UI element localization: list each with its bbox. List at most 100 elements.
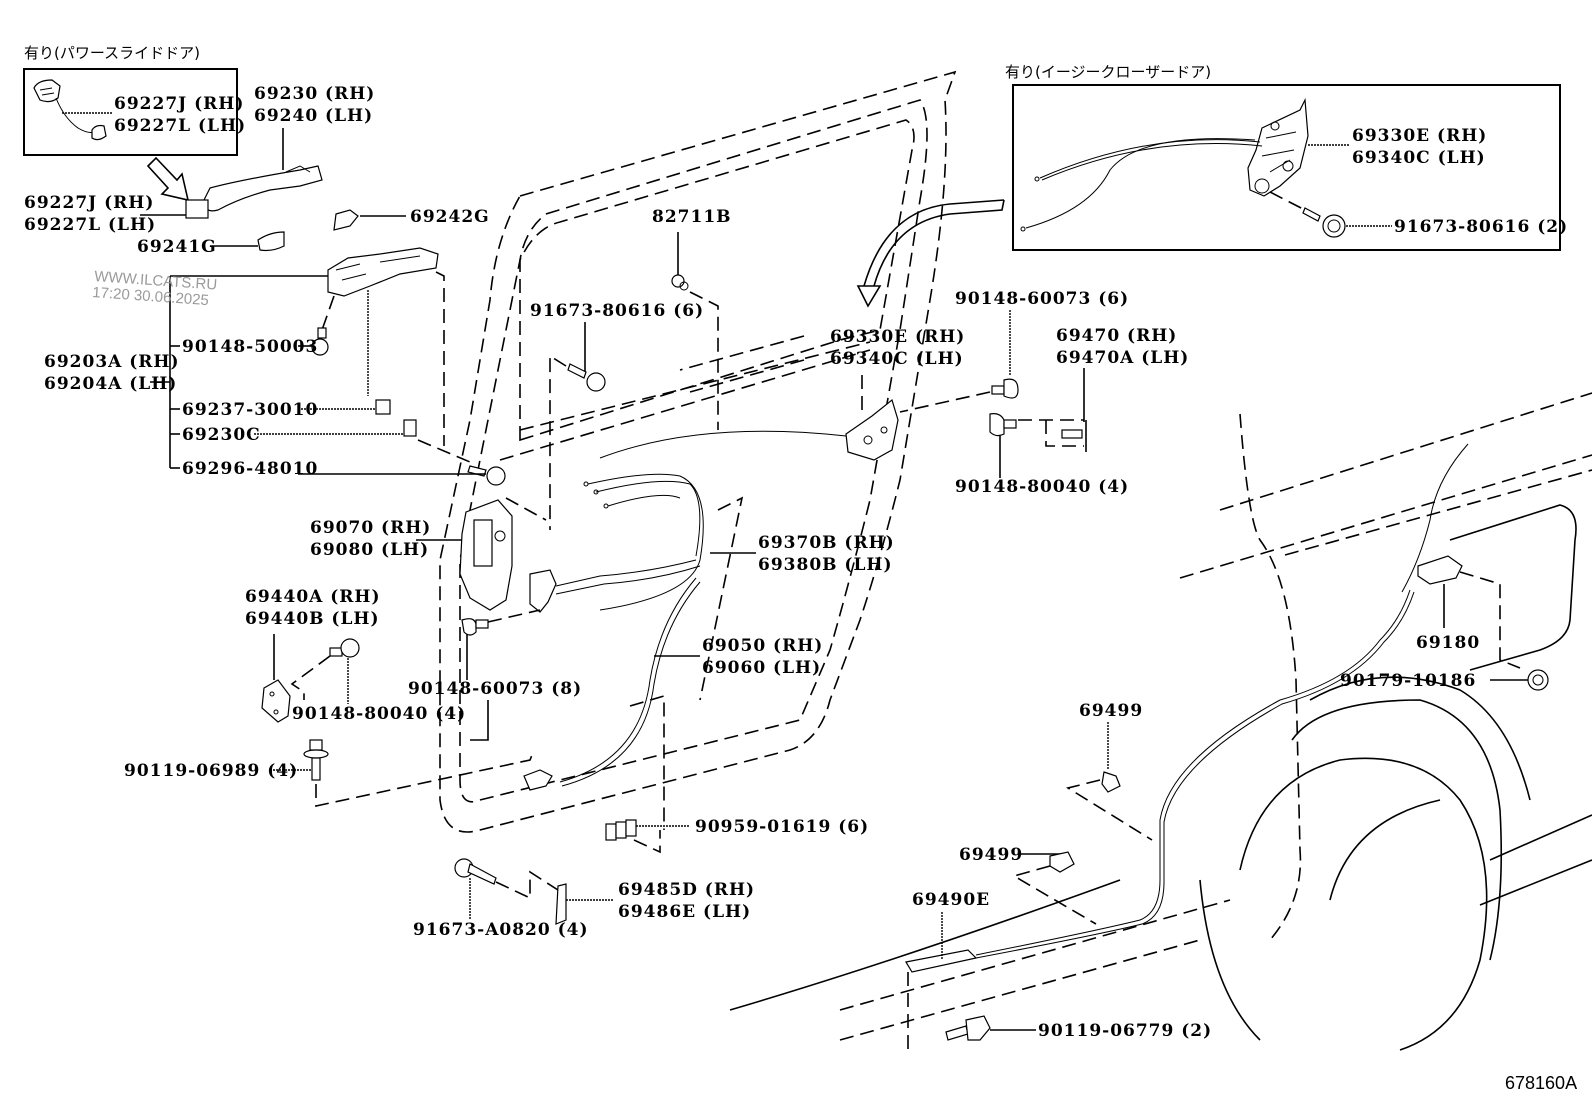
leader xyxy=(290,655,331,700)
bolt-icon xyxy=(1302,207,1346,238)
bolt-90148-50003-icon xyxy=(311,327,329,356)
label-69330e[interactable]: 69330E (RH) xyxy=(830,327,965,347)
vehicle-body-outline xyxy=(729,392,1592,1051)
bolt-91673-icon xyxy=(567,363,606,392)
label-90119-06779[interactable]: 90119-06779 (2) xyxy=(1038,1021,1212,1041)
label-69230c[interactable]: 69230C xyxy=(182,425,261,445)
label-69370b[interactable]: 69370B (RH) xyxy=(758,533,895,553)
reference-arrow-icon xyxy=(856,199,1005,308)
bracket-line xyxy=(169,275,328,468)
label-69080[interactable]: 69080 (LH) xyxy=(310,540,429,560)
clip-82711b-icon xyxy=(671,274,689,291)
label-82711b[interactable]: 82711B xyxy=(652,207,732,227)
label-90148-60073-8[interactable]: 90148-60073 (8) xyxy=(408,679,582,699)
label-91673-80616-6[interactable]: 91673-80616 (6) xyxy=(530,301,704,321)
label-69227l-inset[interactable]: 69227L (LH) xyxy=(114,116,246,136)
bolt-90119-06989-icon xyxy=(303,739,329,781)
label-69240[interactable]: 69240 (LH) xyxy=(254,106,373,126)
hinge-plate-icon xyxy=(261,679,291,723)
label-69242g[interactable]: 69242G xyxy=(410,207,490,227)
label-69060[interactable]: 69060 (LH) xyxy=(702,658,821,678)
label-69230[interactable]: 69230 (RH) xyxy=(254,84,375,104)
striker-icon xyxy=(1061,420,1087,452)
label-69050[interactable]: 69050 (RH) xyxy=(702,636,823,656)
leader xyxy=(899,391,991,413)
rear-lock-icon xyxy=(845,398,899,461)
screw-90148-60073-8-icon xyxy=(461,618,489,636)
clip-69230c-icon xyxy=(403,419,417,437)
screw-90148-80040-icon xyxy=(989,413,1017,437)
label-69486e[interactable]: 69486E (LH) xyxy=(618,902,751,922)
cable-bracket-icon xyxy=(529,559,701,613)
label-69440a[interactable]: 69440A (RH) xyxy=(245,587,381,607)
label-69330e-inset[interactable]: 69330E (RH) xyxy=(1352,126,1487,146)
clip-69499-b-icon xyxy=(1049,851,1075,873)
leader xyxy=(1459,571,1521,669)
label-90119-06989[interactable]: 90119-06989 (4) xyxy=(124,761,298,781)
label-69070[interactable]: 69070 (RH) xyxy=(310,518,431,538)
label-69340c-inset[interactable]: 69340C (LH) xyxy=(1352,148,1486,168)
inset-power-slide: 有り(パワースライドドア) 69227J (RH) 69227L (LH) xyxy=(23,44,246,202)
label-69485d[interactable]: 69485D (RH) xyxy=(618,880,755,900)
leader xyxy=(470,700,489,741)
label-69470a[interactable]: 69470A (LH) xyxy=(1056,348,1189,368)
leader xyxy=(549,354,567,530)
screw-90148-60073-icon xyxy=(991,378,1019,399)
clip-69499-a-icon xyxy=(1101,771,1121,793)
label-90959-01619[interactable]: 90959-01619 (6) xyxy=(695,817,869,837)
label-69227j-inset[interactable]: 69227J (RH) xyxy=(114,94,244,114)
bracket-69485-icon xyxy=(555,883,567,925)
label-69227l[interactable]: 69227L (LH) xyxy=(24,215,156,235)
lower-roller-icon xyxy=(523,769,553,791)
leader xyxy=(1018,419,1084,447)
label-69204a[interactable]: 69204A (LH) xyxy=(44,374,177,394)
label-69499-b[interactable]: 69499 xyxy=(959,845,1023,865)
callout-arrow-icon xyxy=(146,156,190,202)
switch-assembly-icon xyxy=(33,79,107,141)
label-69470[interactable]: 69470 (RH) xyxy=(1056,326,1177,346)
label-69296-48010[interactable]: 69296-48010 xyxy=(182,459,318,479)
leader xyxy=(699,496,744,701)
label-91673-80616-2[interactable]: 91673-80616 (2) xyxy=(1394,217,1568,237)
label-69203a[interactable]: 69203A (RH) xyxy=(44,352,180,372)
cap-69241g-icon xyxy=(257,231,285,252)
label-90179-10186[interactable]: 90179-10186 xyxy=(1340,671,1476,691)
label-90148-80040-4b[interactable]: 90148-80040 (4) xyxy=(292,704,466,724)
label-90148-80040-4a[interactable]: 90148-80040 (4) xyxy=(955,477,1129,497)
label-69227j[interactable]: 69227J (RH) xyxy=(24,193,154,213)
label-69237-30010[interactable]: 69237-30010 xyxy=(182,400,318,420)
leader xyxy=(487,609,541,623)
screw-90148-80040-b-icon xyxy=(329,638,360,658)
inset-easy-closer-frame xyxy=(1012,84,1561,251)
leader xyxy=(1269,191,1306,211)
leader xyxy=(633,830,661,854)
label-69340c[interactable]: 69340C (LH) xyxy=(830,349,964,369)
leader xyxy=(1065,779,1153,841)
bolt-90119-06779-icon xyxy=(945,1015,991,1041)
leader xyxy=(679,335,805,371)
handle-frame-icon xyxy=(327,247,439,297)
clip-69237-icon xyxy=(375,399,391,415)
cable-bundle-icon xyxy=(559,430,847,787)
label-69499-a[interactable]: 69499 xyxy=(1079,701,1143,721)
label-69490e[interactable]: 69490E xyxy=(912,890,990,910)
inset-easy-closer-caption: 有り(イージークローザードア) xyxy=(1005,63,1211,81)
leader xyxy=(689,291,719,430)
bolt-91673-a0820-icon xyxy=(454,858,497,885)
label-69380b[interactable]: 69380B (LH) xyxy=(758,555,893,575)
slide-door-outline xyxy=(439,70,957,833)
illustration-code: 678160A xyxy=(1505,1073,1577,1093)
label-69440b[interactable]: 69440B (LH) xyxy=(245,609,380,629)
label-91673-a0820[interactable]: 91673-A0820 (4) xyxy=(413,920,589,940)
leader xyxy=(417,271,471,463)
label-90148-50003[interactable]: 90148-50003 xyxy=(182,337,318,357)
clip-90959-icon xyxy=(605,819,637,841)
leader xyxy=(321,295,335,331)
leader xyxy=(315,749,535,807)
nut-90179-icon xyxy=(1527,669,1549,691)
label-90148-60073-6[interactable]: 90148-60073 (6) xyxy=(955,289,1129,309)
fuel-lid-lock-icon xyxy=(1417,555,1463,585)
label-69241g[interactable]: 69241G xyxy=(137,237,217,257)
label-69180[interactable]: 69180 xyxy=(1416,633,1480,653)
